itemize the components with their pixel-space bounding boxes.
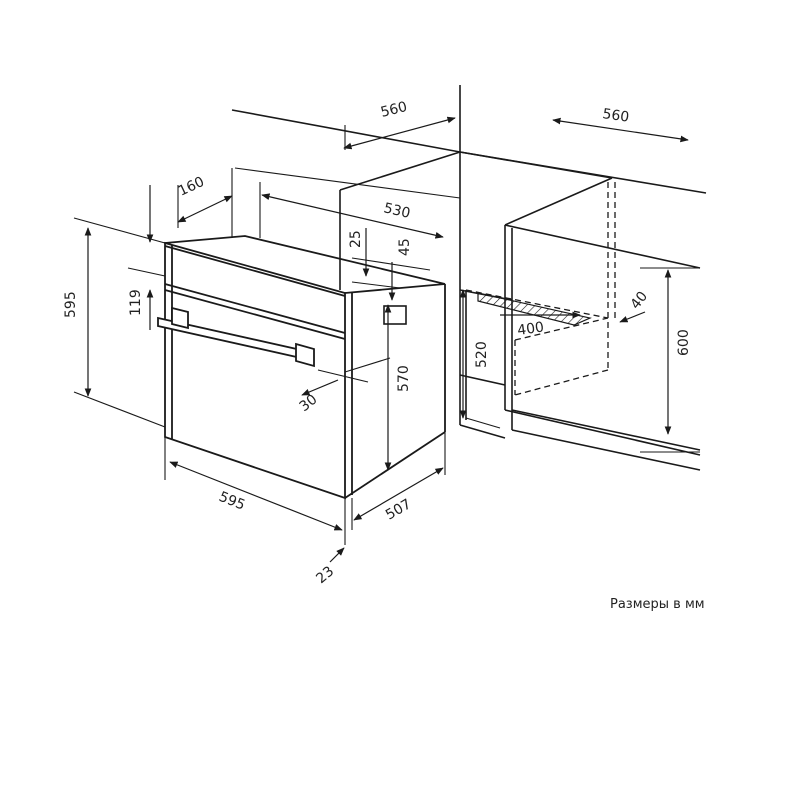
hidden-edges	[465, 182, 616, 396]
dim-door-thickness: 23	[313, 563, 337, 587]
dim-niche-height: 520	[474, 341, 490, 368]
dim-rear-gap: 45	[397, 238, 413, 256]
vent-slot	[477, 292, 592, 326]
mounting-bracket	[383, 305, 407, 325]
dim-vent-depth: 40	[628, 289, 652, 313]
dim-oven-height: 595	[63, 291, 79, 318]
oven-body	[164, 235, 446, 500]
dim-cabinet-height: 600	[676, 329, 692, 356]
units-caption: Размеры в мм	[610, 597, 705, 612]
dimension-lines	[84, 116, 689, 563]
dim-oven-width: 595	[217, 489, 248, 514]
dim-top-offset: 160	[176, 174, 207, 200]
oven-handle	[157, 306, 315, 368]
extension-lines	[73, 125, 700, 545]
cabinet-niche	[459, 224, 701, 471]
dim-body-height: 570	[396, 365, 412, 392]
dim-top-gap: 25	[348, 230, 364, 248]
dim-handle-depth: 30	[297, 392, 321, 416]
dim-cabinet-width-left: 560	[379, 99, 409, 121]
dim-panel-height: 119	[128, 289, 144, 316]
dim-cabinet-width-right: 560	[601, 106, 630, 126]
dim-vent-width: 400	[516, 319, 545, 339]
dim-oven-depth: 530	[382, 200, 412, 222]
countertop-outline	[231, 85, 707, 425]
